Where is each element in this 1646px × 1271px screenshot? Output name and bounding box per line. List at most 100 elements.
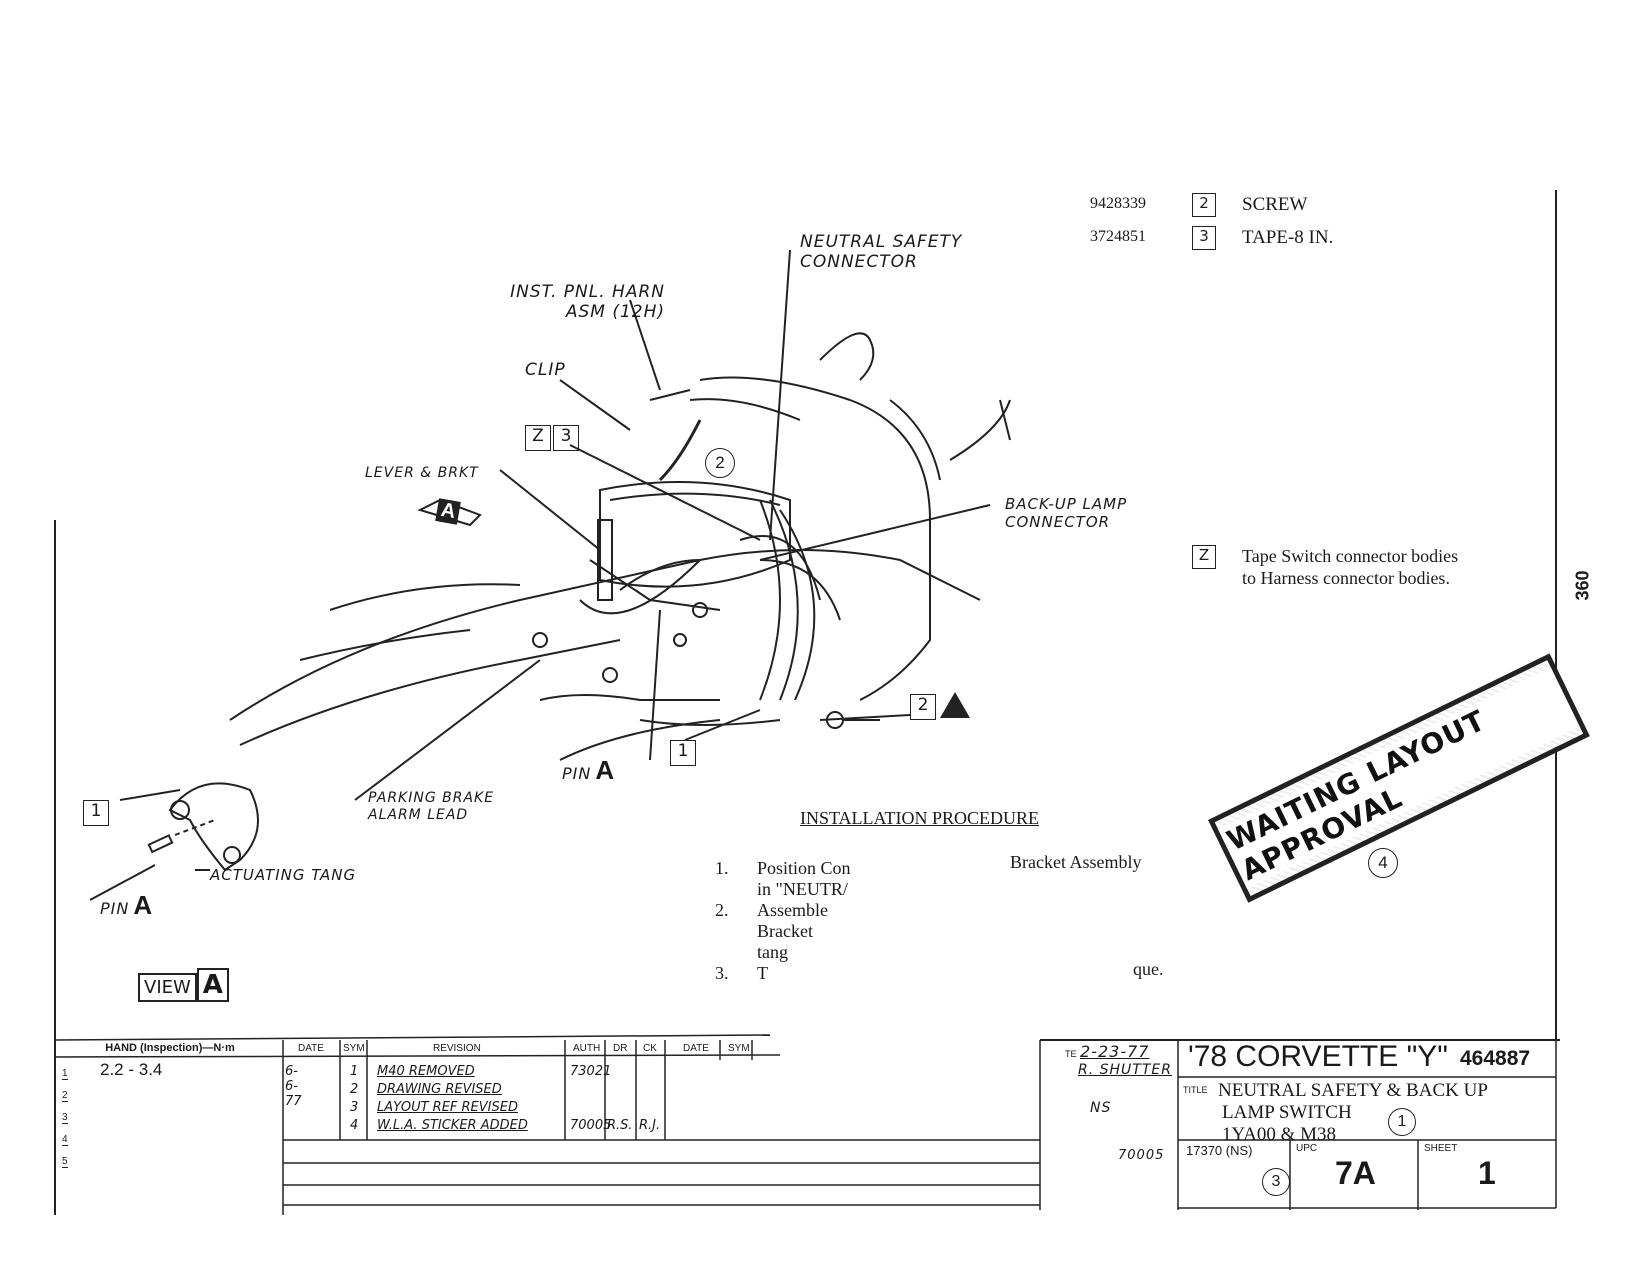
torque-row-3: 3 <box>62 1107 68 1125</box>
rev-3-text: LAYOUT REF REVISED <box>377 1100 518 1115</box>
view-letter: A <box>196 968 229 1002</box>
step-3-num: 3. <box>715 963 729 983</box>
parking-brake-alarm-lead-label: PARKING BRAKE ALARM LEAD <box>368 790 495 823</box>
item-box-1-callout: 1 <box>670 740 696 766</box>
lever-bracket-label: LEVER & BRKT <box>365 465 479 481</box>
title-line-3: 1YA00 & M38 <box>1222 1124 1337 1145</box>
rev-2-sym: 2 <box>350 1082 359 1097</box>
ref-circle-3: 3 <box>1262 1168 1290 1196</box>
step-3-right: que. <box>1133 959 1164 979</box>
rev-head-sym: SYM <box>343 1043 365 1054</box>
checked-by: NS <box>1090 1100 1112 1116</box>
upc-value: 7A <box>1335 1155 1376 1191</box>
rev-1-sym: 1 <box>350 1064 359 1079</box>
torque-sym-3: 3 <box>62 1112 68 1124</box>
sheet-number: 1 <box>1478 1155 1496 1191</box>
inst-pnl-harn-label: INST. PNL. HARN ASM (12H) <box>510 282 665 322</box>
torque-row-2: 2 <box>62 1085 68 1103</box>
part-no-tape: 3724851 <box>1090 228 1146 245</box>
item-box-3-callout: 3 <box>553 425 579 451</box>
title-line-1: NEUTRAL SAFETY & BACK UP <box>1218 1080 1488 1101</box>
drawing-title: NEUTRAL SAFETY & BACK UP LAMP SWITCH 1YA… <box>1218 1080 1488 1146</box>
upc-label: UPC <box>1296 1143 1318 1154</box>
sheet-label: SHEET <box>1424 1143 1458 1154</box>
date-value: 2-23-77 <box>1080 1042 1150 1061</box>
date-label: TE <box>1065 1049 1077 1059</box>
rev-4-auth: 70005 <box>570 1118 612 1133</box>
clip-label: CLIP <box>525 360 566 380</box>
install-step-2: 2. Assemble Bracket tang <box>715 900 828 962</box>
step-1-line-2: in "NEUTR/ <box>757 879 848 899</box>
torque-sym-1: 1 <box>62 1068 68 1080</box>
rev-4-text: W.L.A. STICKER ADDED <box>377 1118 528 1133</box>
rev-head-dr: DR <box>613 1043 628 1054</box>
neutral-safety-connector-label: NEUTRAL SAFETY CONNECTOR <box>800 232 963 272</box>
part-desc-tape: TAPE-8 IN. <box>1242 227 1334 248</box>
torque-sym-5: 5 <box>62 1156 68 1168</box>
part-desc-screw: SCREW <box>1242 194 1308 215</box>
model-title: '78 CORVETTE "Y" <box>1188 1040 1448 1073</box>
actuating-tang-label: ACTUATING TANG <box>210 866 357 884</box>
view-arrow-a: A <box>435 498 462 525</box>
torque-row-1: 1 2.2 - 3.4 <box>62 1060 162 1081</box>
installation-heading: INSTALLATION PROCEDURE <box>800 808 1040 828</box>
step-2-line-3: tang <box>757 942 788 962</box>
pin-letter-view: A <box>133 890 153 920</box>
note-z-symbol: Z <box>1192 545 1216 569</box>
drawn-by: R. SHUTTER <box>1078 1062 1172 1078</box>
item-box-2-callout: 2 <box>910 694 936 720</box>
title-line-2: LAMP SWITCH <box>1222 1102 1352 1123</box>
step-2-num: 2. <box>715 900 729 920</box>
step-2-line-1: Assemble <box>757 900 828 920</box>
step-1-right: Bracket Assembly <box>1010 852 1142 872</box>
pin-a-view: PIN A <box>100 890 152 921</box>
pin-letter: A <box>595 755 615 785</box>
torque-table-header: HAND (Inspection)—N·m <box>105 1042 235 1054</box>
view-word: VIEW <box>138 973 197 1002</box>
rev-4-dr: R.S. <box>607 1118 633 1133</box>
item-box-2: 2 <box>1192 193 1216 217</box>
rev-4-ck: R.J. <box>639 1118 661 1133</box>
torque-sym-2: 2 <box>62 1090 68 1102</box>
step-1-line-1: Position Con <box>757 858 851 878</box>
page-number: 360 <box>1572 570 1593 601</box>
step-2-line-2: Bracket <box>757 921 813 941</box>
item-box-z: Z <box>525 425 551 451</box>
pin-a-main: PIN A <box>562 755 614 786</box>
rev-1-date: 6-6-77 <box>285 1064 302 1109</box>
item-box-1-view: 1 <box>83 800 109 826</box>
pin-label: PIN <box>562 764 592 783</box>
rev-3-sym: 3 <box>350 1100 359 1115</box>
part-no-screw: 9428339 <box>1090 195 1146 212</box>
rev-head-auth: AUTH <box>573 1043 601 1054</box>
rev-head-revision: REVISION <box>433 1043 481 1054</box>
torque-value-1: 2.2 - 3.4 <box>100 1060 163 1079</box>
back-up-lamp-connector-label: BACK-UP LAMP CONNECTOR <box>1005 495 1128 531</box>
torque-row-4: 4 <box>62 1129 68 1147</box>
title-label: TITLE <box>1183 1085 1208 1095</box>
stamp-circle-4: 4 <box>1368 848 1398 878</box>
circle-2-callout: 2 <box>705 448 735 478</box>
rev-head-sym-2: SYM <box>728 1043 750 1054</box>
rev-2-text: DRAWING REVISED <box>377 1082 502 1097</box>
rev-1-text: M40 REMOVED <box>377 1064 475 1079</box>
step-1-num: 1. <box>715 858 729 878</box>
torque-row-5: 5 <box>62 1151 68 1169</box>
rev-1-auth: 73021 <box>570 1064 612 1079</box>
install-step-3: 3. T que. <box>715 959 1164 984</box>
install-step-1: 1. Position Con in "NEUTR/ Bracket Assem… <box>715 852 1141 899</box>
date-cell: TE 2-23-77 <box>1065 1042 1149 1062</box>
triangle-1-icon <box>940 692 970 718</box>
title-circle-1: 1 <box>1388 1108 1416 1136</box>
item-box-3: 3 <box>1192 226 1216 250</box>
ref-number: 17370 (NS) <box>1186 1143 1253 1158</box>
drawing-number: 464887 <box>1460 1047 1531 1070</box>
pin-label-view: PIN <box>100 899 130 918</box>
step-3-line-1: T <box>757 963 768 983</box>
note-z-text: Tape Switch connector bodies to Harness … <box>1242 546 1459 588</box>
rev-head-ck: CK <box>643 1043 657 1054</box>
rev-head-date-2: DATE <box>683 1043 709 1054</box>
torque-sym-4: 4 <box>62 1134 68 1146</box>
